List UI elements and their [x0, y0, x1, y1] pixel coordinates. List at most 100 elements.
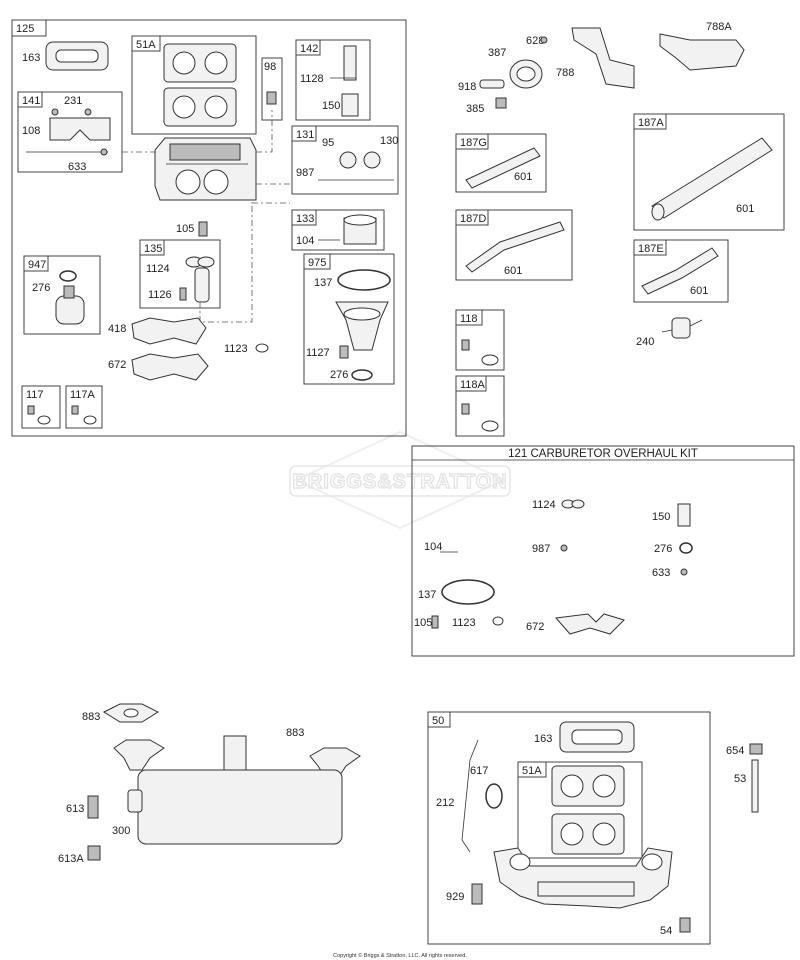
kit-part-1124[interactable]	[561, 499, 585, 509]
kit-part-672[interactable]	[555, 613, 625, 635]
part-label-883-b: 883	[286, 727, 304, 739]
kit-part-137[interactable]	[441, 579, 495, 605]
group-187d-box	[455, 209, 573, 281]
gasket-51a-b[interactable]	[551, 765, 625, 855]
part-label-95: 95	[322, 137, 334, 149]
nut-628[interactable]	[540, 36, 548, 44]
group-187e-label: 187E	[638, 243, 664, 255]
bracket-788a[interactable]	[659, 33, 745, 71]
kit-part-276[interactable]	[679, 542, 693, 554]
group-125-box	[11, 19, 407, 437]
breather-tube-187a[interactable]	[651, 137, 773, 221]
part-label-53: 53	[734, 773, 746, 785]
gasket-883-a[interactable]	[102, 703, 160, 723]
kit-part-987[interactable]	[560, 544, 568, 552]
part-label-654: 654	[726, 745, 744, 757]
kit-part-150[interactable]	[677, 503, 691, 527]
group-135-box	[139, 239, 221, 309]
float-bowl-part-142[interactable]	[330, 45, 359, 117]
ring-1123[interactable]	[255, 343, 269, 353]
screw-98[interactable]	[266, 91, 277, 105]
part-label-601-c: 601	[504, 265, 522, 277]
carburetor-body[interactable]	[154, 137, 257, 201]
kit-label-633: 633	[652, 567, 670, 579]
group-51a-box	[131, 35, 257, 135]
kit-part-633[interactable]	[680, 568, 688, 576]
group-947-label: 947	[28, 259, 46, 271]
gasket-163-b[interactable]	[559, 721, 635, 753]
gasket-163[interactable]	[45, 41, 109, 71]
nut-654[interactable]	[749, 743, 763, 755]
rod-212[interactable]	[461, 739, 479, 853]
screw-117a[interactable]	[71, 405, 97, 425]
float-bowl-975[interactable]	[335, 269, 391, 381]
screw-117[interactable]	[27, 405, 51, 425]
screw-929[interactable]	[471, 883, 483, 905]
gasket-418[interactable]	[131, 317, 207, 345]
group-133-box	[291, 209, 385, 251]
kit-part-1123[interactable]	[492, 616, 504, 626]
breather-tube-187g[interactable]	[465, 147, 541, 189]
watermark-text: BRIGGS&STRATTON	[292, 471, 507, 493]
adapter-387[interactable]	[509, 59, 543, 89]
stud-613[interactable]	[87, 795, 99, 819]
bolt-918[interactable]	[479, 79, 505, 89]
kit-part-105[interactable]	[431, 615, 439, 629]
part-label-601-d: 601	[690, 285, 708, 297]
fuel-solenoid-947[interactable]	[55, 270, 85, 325]
part-label-137: 137	[314, 277, 332, 289]
breather-tube-187e[interactable]	[641, 247, 719, 295]
main-jet-135[interactable]	[179, 256, 215, 303]
part-label-385: 385	[466, 103, 484, 115]
group-142-label: 142	[300, 43, 318, 55]
part-label-788: 788	[556, 67, 574, 79]
gasket-617[interactable]	[485, 783, 503, 809]
kit-title: 121 CARBURETOR OVERHAUL KIT	[508, 448, 698, 460]
bolt-385[interactable]	[495, 97, 507, 109]
part-label-418: 418	[108, 323, 126, 335]
part-label-987: 987	[296, 167, 314, 179]
part-label-633: 633	[68, 161, 86, 173]
stud-53[interactable]	[751, 759, 759, 813]
breather-tube-187d[interactable]	[465, 221, 565, 273]
part-label-788a: 788A	[706, 21, 732, 33]
group-142-box	[295, 39, 371, 121]
gasket-51a[interactable]	[163, 43, 237, 127]
gasket-672[interactable]	[131, 353, 209, 381]
intake-manifold[interactable]	[493, 847, 673, 909]
needle-105[interactable]	[198, 221, 208, 237]
screw-54[interactable]	[679, 917, 691, 933]
group-141-label: 141	[22, 95, 40, 107]
screw-118a[interactable]	[461, 403, 499, 432]
part-label-918: 918	[458, 81, 476, 93]
group-117-box	[21, 385, 61, 429]
part-label-601-b: 601	[736, 203, 754, 215]
part-label-163-b: 163	[534, 733, 552, 745]
part-label-1128: 1128	[300, 73, 324, 85]
screw-118[interactable]	[461, 339, 499, 366]
throttle-plate-108[interactable]	[26, 108, 111, 156]
kit-label-104: 104	[424, 541, 442, 553]
group-131-box	[291, 125, 399, 195]
part-label-672: 672	[108, 359, 126, 371]
nut-613a[interactable]	[87, 845, 101, 861]
muffler-300[interactable]	[113, 735, 361, 845]
part-label-628: 628	[526, 35, 544, 47]
group-118-label: 118	[460, 313, 478, 325]
group-187a-box	[633, 113, 785, 231]
part-label-231: 231	[64, 95, 82, 107]
part-label-212: 212	[436, 797, 454, 809]
part-label-1123: 1123	[224, 343, 248, 355]
kit-121-box	[411, 445, 795, 657]
part-label-613: 613	[66, 803, 84, 815]
group-187g-box	[455, 133, 547, 193]
fuel-filter-240[interactable]	[661, 317, 703, 339]
kit-label-1124: 1124	[532, 499, 556, 511]
float-133[interactable]	[318, 214, 377, 245]
throttle-shaft-131[interactable]	[318, 151, 394, 181]
group-50-label: 50	[432, 715, 444, 727]
bracket-788[interactable]	[571, 27, 635, 89]
kit-label-137: 137	[418, 589, 436, 601]
part-label-108: 108	[22, 125, 40, 137]
part-label-387: 387	[488, 47, 506, 59]
